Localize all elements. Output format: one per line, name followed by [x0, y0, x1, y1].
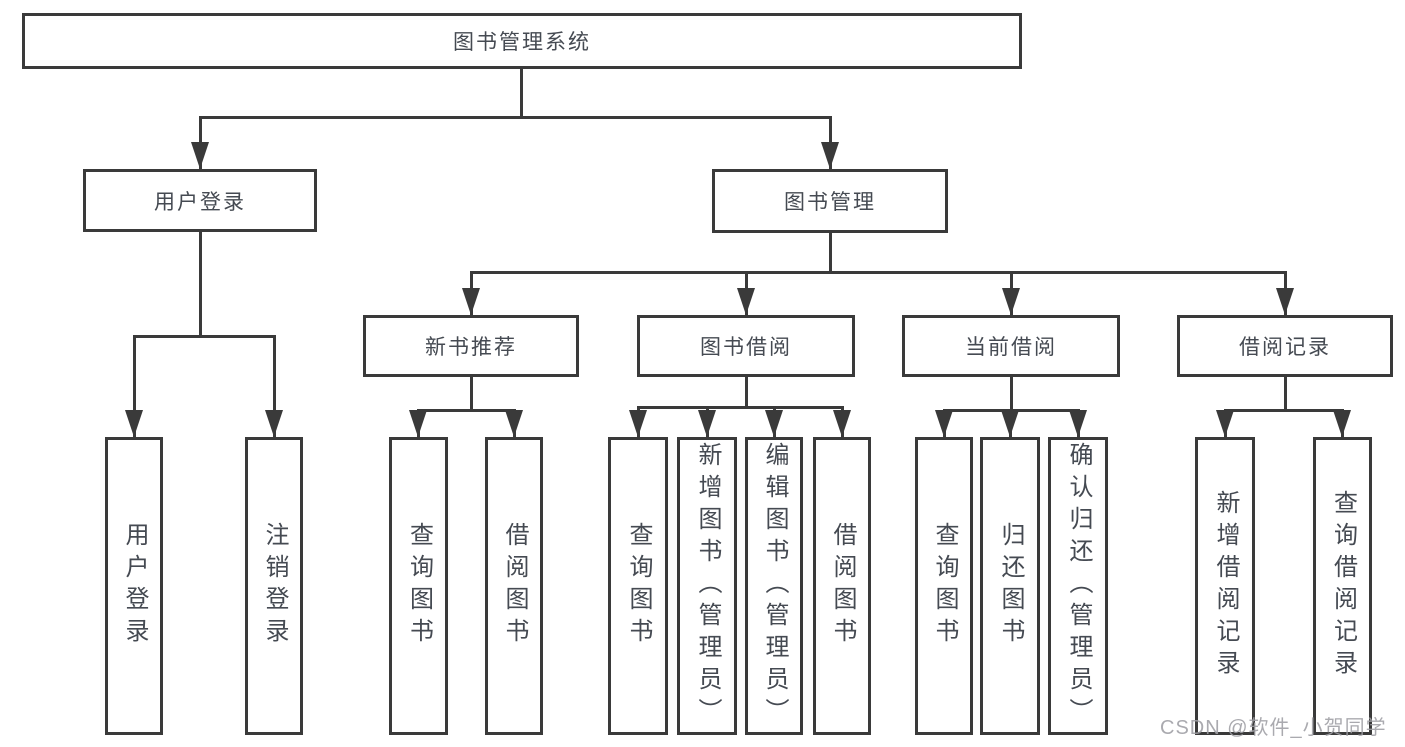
arrow-down-icon	[1001, 410, 1019, 437]
connector-rail	[416, 408, 516, 412]
node-book-mgmt: 图书管理	[712, 169, 948, 233]
node-label-user-login-leaf: 用户登录	[121, 522, 148, 650]
node-root: 图书管理系统	[22, 13, 1022, 69]
node-query-borrow-record: 查询借阅记录	[1313, 437, 1372, 735]
node-query-books-borrow: 查询图书	[608, 437, 668, 735]
arrow-down-icon	[698, 410, 716, 437]
node-label-edit-books-admin: 编辑图书（管理员）	[761, 442, 788, 730]
node-borrow-books-borrow: 借阅图书	[813, 437, 871, 735]
node-label-borrow-books-borrow: 借阅图书	[829, 522, 856, 650]
node-label-confirm-return-admin: 确认归还（管理员）	[1065, 442, 1092, 730]
arrow-down-icon	[505, 410, 523, 437]
connector-stub	[1009, 377, 1013, 410]
connector-rail	[1223, 408, 1344, 412]
node-confirm-return-admin: 确认归还（管理员）	[1048, 437, 1108, 735]
arrow-down-icon	[191, 142, 209, 169]
arrow-down-icon	[821, 142, 839, 169]
node-label-logout-leaf: 注销登录	[261, 522, 288, 650]
connector-stub	[828, 233, 832, 272]
node-label-add-borrow-record: 新增借阅记录	[1212, 490, 1239, 682]
arrow-down-icon	[125, 410, 143, 437]
node-label-borrow-books-rec: 借阅图书	[501, 522, 528, 650]
arrow-down-icon	[1333, 410, 1351, 437]
node-label-query-books-rec: 查询图书	[405, 522, 433, 650]
connector-stub	[198, 232, 202, 336]
node-add-books-admin: 新增图书（管理员）	[677, 437, 737, 735]
connector-rail	[132, 334, 276, 338]
arrow-down-icon	[765, 410, 783, 437]
node-user-login: 用户登录	[83, 169, 317, 232]
node-label-add-books-admin: 新增图书（管理员）	[694, 442, 721, 730]
node-label-user-login: 用户登录	[154, 190, 246, 214]
connector-rail	[469, 270, 1287, 274]
arrow-down-icon	[462, 288, 480, 315]
node-label-query-books-current: 查询图书	[931, 522, 958, 650]
node-book-borrow: 图书借阅	[637, 315, 855, 377]
node-new-book-rec: 新书推荐	[363, 315, 579, 377]
node-return-books: 归还图书	[980, 437, 1040, 735]
arrow-down-icon	[833, 410, 851, 437]
node-edit-books-admin: 编辑图书（管理员）	[745, 437, 803, 735]
watermark: CSDN @软件_小贺同学	[1160, 717, 1387, 739]
connector-stub	[744, 377, 748, 407]
node-user-login-leaf: 用户登录	[105, 437, 163, 735]
arrow-down-icon	[1216, 410, 1234, 437]
node-query-books-rec: 查询图书	[389, 437, 448, 735]
connector-rail	[198, 115, 832, 119]
node-label-query-books-borrow: 查询图书	[625, 522, 652, 650]
arrow-down-icon	[265, 410, 283, 437]
node-query-books-current: 查询图书	[915, 437, 973, 735]
connector-stub	[519, 69, 523, 117]
node-current-borrow: 当前借阅	[902, 315, 1120, 377]
arrow-down-icon	[737, 288, 755, 315]
node-label-current-borrow: 当前借阅	[965, 336, 1057, 359]
node-label-query-borrow-record: 查询借阅记录	[1329, 490, 1357, 682]
node-label-root: 图书管理系统	[453, 31, 591, 54]
connector-drop	[132, 336, 136, 437]
connector-stub	[469, 377, 473, 410]
arrow-down-icon	[629, 410, 647, 437]
node-label-book-mgmt: 图书管理	[784, 191, 876, 214]
arrow-down-icon	[1002, 288, 1020, 315]
node-borrow-records: 借阅记录	[1177, 315, 1393, 377]
node-add-borrow-record: 新增借阅记录	[1195, 437, 1255, 735]
node-label-borrow-records: 借阅记录	[1239, 336, 1331, 359]
arrow-down-icon	[1276, 288, 1294, 315]
node-label-return-books: 归还图书	[997, 522, 1024, 650]
connector-drop	[272, 336, 276, 437]
connector-rail	[636, 405, 844, 409]
arrow-down-icon	[1069, 410, 1087, 437]
node-borrow-books-rec: 借阅图书	[485, 437, 543, 735]
arrow-down-icon	[935, 410, 953, 437]
node-label-new-book-rec: 新书推荐	[425, 336, 517, 359]
connector-stub	[1283, 377, 1287, 410]
node-label-book-borrow: 图书借阅	[700, 336, 792, 359]
node-logout-leaf: 注销登录	[245, 437, 303, 735]
arrow-down-icon	[409, 410, 427, 437]
